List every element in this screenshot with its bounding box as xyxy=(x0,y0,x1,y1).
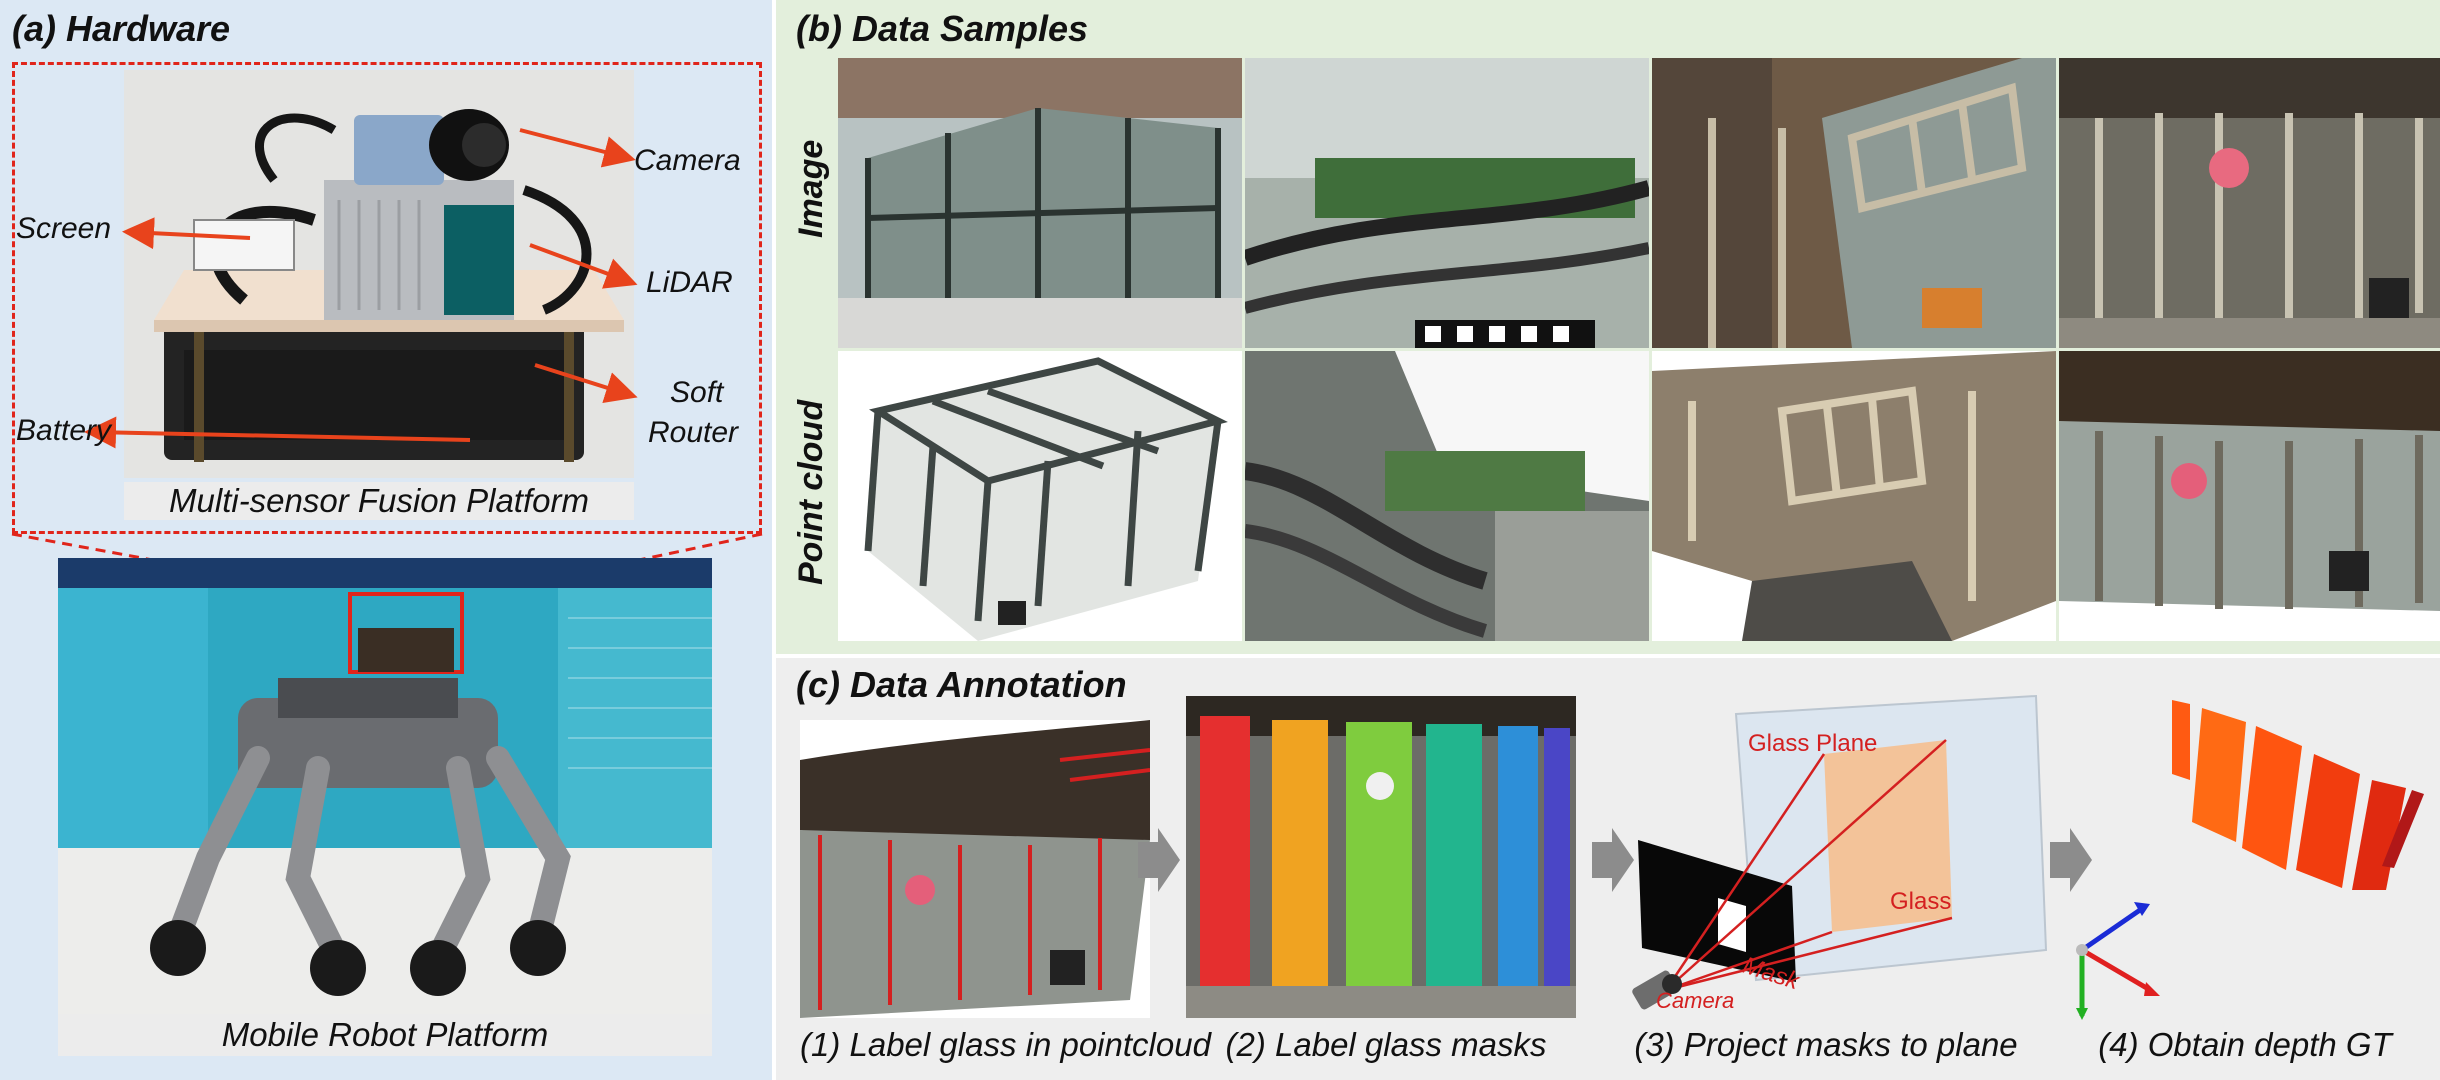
fusion-platform-caption: Multi-sensor Fusion Platform xyxy=(124,482,634,520)
sample-image-2 xyxy=(1245,58,1649,348)
step4-depth-gt-diagram xyxy=(2076,700,2424,1020)
sample-image-1 xyxy=(838,58,1242,348)
sample-pointcloud-3 xyxy=(1652,351,2056,641)
step-arrow-2 xyxy=(1592,828,1634,892)
step1-pointcloud-image xyxy=(800,720,1150,1018)
step2-caption: (2) Label glass masks xyxy=(1225,1026,1547,1063)
sample-image-4 xyxy=(2059,58,2440,348)
label-screen: Screen xyxy=(16,212,112,245)
label-camera-annot: Camera xyxy=(1656,988,1735,1013)
sample-pointcloud-4 xyxy=(2059,351,2440,641)
annotation-title: (c) Data Annotation xyxy=(796,664,1127,705)
robot-platform-caption: Mobile Robot Platform xyxy=(58,1014,712,1056)
row-label-image: Image xyxy=(792,139,830,238)
label-glass-plane: Glass Plane xyxy=(1748,730,1878,757)
panel-hardware: (a) Hardware xyxy=(0,0,772,1080)
sample-pointcloud-2 xyxy=(1245,351,1649,641)
row-label-pointcloud: Point cloud xyxy=(792,399,830,585)
sample-image-3 xyxy=(1652,58,2056,348)
label-battery: Battery xyxy=(16,414,112,447)
robot-platform-photo xyxy=(58,558,712,1014)
fusion-inset-frame xyxy=(12,62,762,534)
step-arrow-3 xyxy=(2050,828,2092,892)
samples-title: (b) Data Samples xyxy=(796,8,1089,49)
sample-pointcloud-1 xyxy=(838,351,1242,641)
fusion-platform-photo xyxy=(124,70,634,478)
step1-caption: (1) Label glass in pointcloud xyxy=(800,1026,1211,1063)
step3-caption: (3) Project masks to plane xyxy=(1634,1026,2018,1063)
hardware-arrows xyxy=(84,128,638,449)
label-camera: Camera xyxy=(634,144,741,177)
step2-mask-image xyxy=(1186,696,1576,1018)
hardware-title: (a) Hardware xyxy=(12,8,231,49)
step3-projection-diagram xyxy=(1632,694,2048,1010)
label-soft: Soft xyxy=(670,376,724,409)
label-lidar: LiDAR xyxy=(646,266,733,299)
step-arrow-1 xyxy=(1138,828,1180,892)
label-glass: Glass xyxy=(1890,888,1952,915)
label-router: Router xyxy=(648,416,739,449)
step4-caption: (4) Obtain depth GT xyxy=(2098,1026,2392,1063)
